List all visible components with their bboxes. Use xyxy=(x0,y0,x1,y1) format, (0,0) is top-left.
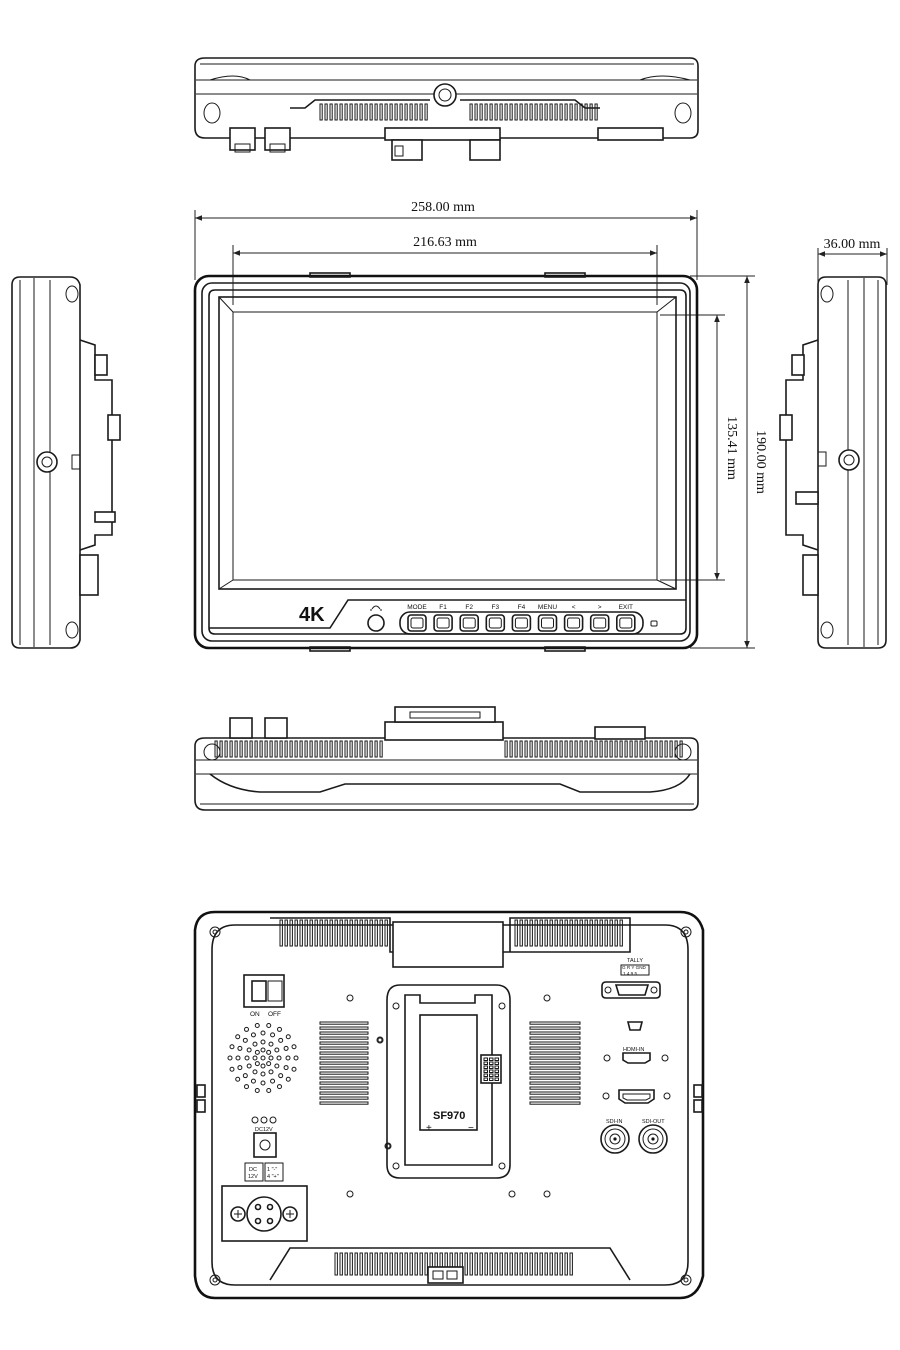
screen-width-label: 216.63 mm xyxy=(413,235,477,250)
rear-view: ON OFF DC12V DC 12V 1 "-" 4 "+" xyxy=(193,910,705,1300)
dimension-screen-height: 135.41 mm xyxy=(660,314,739,581)
front-button[interactable] xyxy=(433,614,453,632)
front-button[interactable] xyxy=(511,614,532,632)
button-label: MODE xyxy=(407,604,427,611)
power-off-label: OFF xyxy=(268,1011,281,1018)
button-label: MENU xyxy=(538,604,557,611)
sdi-out-label: SDI-OUT xyxy=(642,1119,665,1125)
xlr-12v-label: 12V xyxy=(248,1174,258,1180)
button-label: F1 xyxy=(439,604,447,611)
sdi-in-label: SDI-IN xyxy=(606,1119,623,1125)
left-side-view xyxy=(11,276,121,649)
dimension-depth: 36.00 mm xyxy=(817,237,888,285)
front-button[interactable] xyxy=(537,614,558,632)
hdmi-in-port[interactable] xyxy=(622,1052,651,1064)
tally-title: TALLY xyxy=(627,958,643,964)
mini-usb-port[interactable] xyxy=(626,1021,644,1031)
front-button[interactable] xyxy=(459,614,480,632)
dc-jack-label: DC12V xyxy=(255,1127,273,1133)
sdi-out-connector[interactable] xyxy=(638,1124,668,1154)
screen-height-label: 135.41 mm xyxy=(724,416,739,480)
front-button-row: MODE F1 F2 F3 F4 MENU < > EXIT xyxy=(407,604,636,632)
button-label: F4 xyxy=(518,604,526,611)
power-switch[interactable] xyxy=(243,974,285,1008)
front-button[interactable] xyxy=(589,614,610,632)
front-button[interactable] xyxy=(485,614,506,632)
battery-minus-label: − xyxy=(468,1123,474,1134)
headphone-icon xyxy=(370,605,382,611)
rear-vent-left xyxy=(319,1021,369,1105)
battery-model-label: SF970 xyxy=(433,1110,465,1122)
overall-height-label: 190.00 mm xyxy=(753,430,768,494)
right-side-view xyxy=(779,276,887,649)
front-button[interactable] xyxy=(407,614,427,632)
hdmi-in-label: HDMI-IN xyxy=(623,1047,644,1053)
rear-vent-right xyxy=(529,1021,581,1105)
button-label: > xyxy=(598,604,602,611)
overall-width-label: 258.00 mm xyxy=(411,200,475,215)
button-label: EXIT xyxy=(619,604,633,611)
dimension-overall-height: 190.00 mm xyxy=(690,275,768,649)
hdmi-out-port[interactable] xyxy=(618,1089,655,1104)
depth-label: 36.00 mm xyxy=(824,237,881,252)
front-logo: 4K xyxy=(299,604,325,626)
button-label: F3 xyxy=(492,604,500,611)
bottom-view xyxy=(194,706,699,811)
power-led xyxy=(650,620,658,627)
headphone-jack[interactable] xyxy=(367,614,385,632)
front-view: 4K MODE F1 F2 F3 F4 MENU < > EXIT xyxy=(193,272,699,652)
dimension-overall-width: 258.00 mm xyxy=(194,200,698,280)
battery-plus-label: + xyxy=(426,1123,432,1134)
front-button[interactable] xyxy=(615,614,636,632)
tally-pins: G R Y GND xyxy=(622,965,647,970)
front-button[interactable] xyxy=(563,614,584,632)
dimension-screen-width: 216.63 mm xyxy=(232,235,658,305)
tally-numbers: 1 4 9 5 xyxy=(623,971,637,976)
battery-plate: SF970 + − xyxy=(377,984,511,1179)
button-label: < xyxy=(572,604,576,611)
xlr-power-connector[interactable] xyxy=(221,1185,308,1242)
xlr-pin1-label: 1 "-" xyxy=(267,1167,277,1173)
top-view xyxy=(194,57,699,161)
sdi-in-connector[interactable] xyxy=(600,1124,630,1154)
xlr-pin4-label: 4 "+" xyxy=(267,1174,279,1180)
dc-jack[interactable] xyxy=(253,1132,277,1158)
button-label: F2 xyxy=(465,604,473,611)
power-on-label: ON xyxy=(250,1011,260,1018)
speaker-grille xyxy=(227,1023,299,1093)
xlr-dc-label: DC xyxy=(249,1167,257,1173)
